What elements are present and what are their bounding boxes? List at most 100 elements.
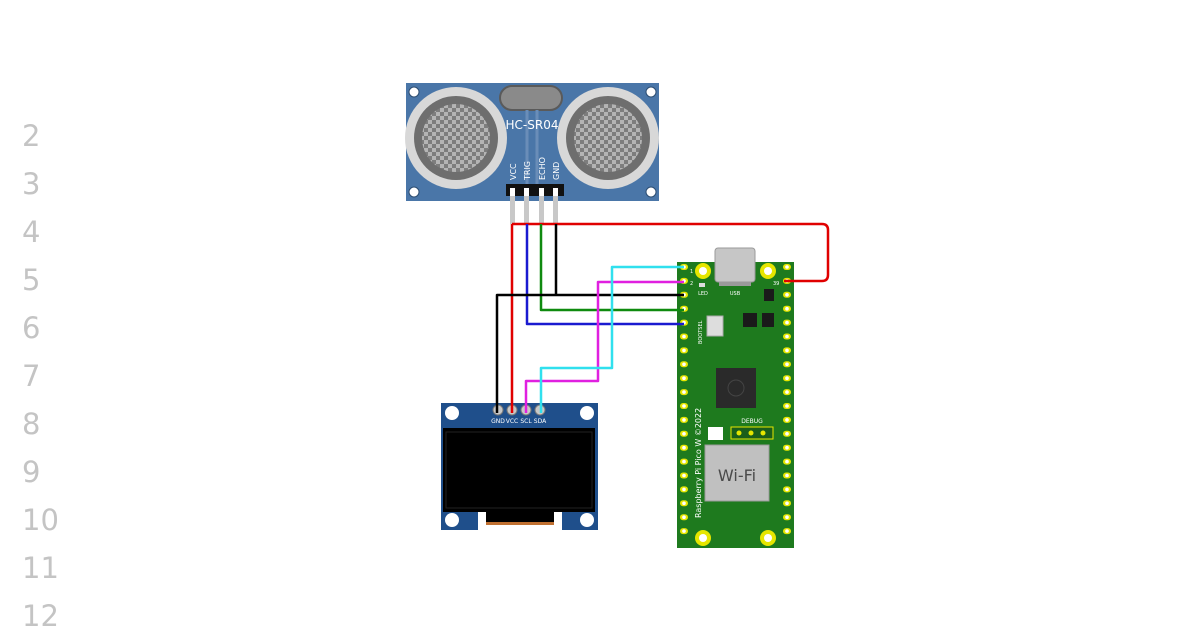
oled-flex-cable bbox=[486, 512, 554, 524]
crystal-oscillator bbox=[499, 85, 563, 111]
pin-lead bbox=[524, 196, 529, 224]
line-number: 10 bbox=[22, 503, 59, 537]
pin-lead bbox=[510, 196, 515, 224]
pin-label-gnd: GND bbox=[552, 162, 561, 180]
line-number: 12 bbox=[22, 599, 59, 633]
pin-number-1: 1 bbox=[690, 269, 693, 275]
debug-pin[interactable] bbox=[760, 430, 766, 436]
pin-hole bbox=[785, 390, 789, 394]
line-number: 8 bbox=[22, 407, 41, 441]
mounting-hole bbox=[699, 267, 707, 275]
led-label: LED bbox=[698, 291, 708, 297]
wire-echo[interactable] bbox=[539, 224, 684, 312]
usb-connector-base bbox=[719, 282, 751, 286]
pin-hole bbox=[682, 376, 686, 381]
ultrasonic-transmitter bbox=[405, 87, 507, 189]
pin-hole bbox=[785, 432, 789, 436]
line-number: 9 bbox=[22, 455, 41, 489]
wire-vcc[interactable] bbox=[510, 222, 830, 413]
line-number: 3 bbox=[22, 167, 41, 201]
wire-trig[interactable] bbox=[525, 224, 684, 326]
line-number: 11 bbox=[22, 551, 59, 585]
pico-board-label: Raspberry Pi Pico W ©2022 bbox=[694, 408, 703, 518]
pin-hole bbox=[785, 265, 789, 269]
oled-pin-label-scl: SCL bbox=[520, 418, 532, 425]
line-number: 6 bbox=[22, 311, 41, 345]
bootsel-button[interactable] bbox=[706, 315, 724, 337]
led bbox=[699, 283, 705, 287]
wire-scl[interactable] bbox=[524, 280, 684, 413]
mounting-hole bbox=[764, 534, 772, 542]
pin-hole bbox=[682, 390, 686, 394]
mounting-hole bbox=[445, 406, 459, 420]
pin-hole bbox=[785, 473, 789, 478]
pin-hole bbox=[785, 501, 789, 506]
pin-hole bbox=[785, 293, 789, 297]
pin-hole bbox=[682, 418, 686, 422]
pin-number-2: 2 bbox=[690, 281, 693, 287]
pin-hole bbox=[682, 362, 686, 367]
bootsel-label: BOOTSEL bbox=[698, 320, 704, 344]
pin-label-echo: ECHO bbox=[538, 157, 547, 180]
pin-hole bbox=[785, 459, 789, 464]
wire-sda[interactable] bbox=[539, 265, 684, 413]
wifi-label: Wi-Fi bbox=[718, 466, 756, 485]
pin-label-trig: TRIG bbox=[523, 161, 532, 181]
oled-display-module[interactable]: GND VCC SCL SDA bbox=[441, 403, 598, 530]
pin-lead bbox=[553, 196, 558, 224]
debug-pin[interactable] bbox=[736, 430, 742, 436]
wire-gnd[interactable] bbox=[495, 224, 684, 413]
pin-hole bbox=[682, 445, 686, 450]
pin-hole bbox=[682, 515, 686, 519]
pin-hole bbox=[682, 334, 686, 339]
mounting-hole bbox=[445, 513, 459, 527]
oled-active-area bbox=[445, 431, 593, 509]
pin-hole bbox=[785, 348, 789, 353]
pin-hole bbox=[682, 404, 686, 408]
line-number-gutter: 2 3 4 5 6 7 8 9 10 11 12 bbox=[0, 0, 100, 633]
pin-lead bbox=[539, 196, 544, 224]
hc-sr04-label: HC-SR04 bbox=[506, 118, 559, 132]
pin-hole bbox=[682, 501, 686, 506]
debug-label: DEBUG bbox=[741, 418, 763, 425]
pin-label-vcc: VCC bbox=[509, 163, 518, 180]
line-number: 5 bbox=[22, 263, 41, 297]
pin-hole bbox=[682, 432, 686, 436]
regulator-chip bbox=[764, 289, 774, 301]
pin-hole bbox=[785, 418, 789, 422]
oled-pin-label-gnd: GND bbox=[491, 418, 505, 425]
mounting-hole bbox=[699, 534, 707, 542]
mounting-hole bbox=[580, 513, 594, 527]
mounting-hole bbox=[408, 86, 420, 98]
pin-hole bbox=[785, 306, 789, 311]
pin-hole bbox=[682, 487, 686, 492]
hc-sr04-sensor[interactable]: HC-SR04 VCC TRIG ECHO GND bbox=[405, 83, 659, 224]
ultrasonic-receiver bbox=[557, 87, 659, 189]
oled-flex-contacts bbox=[486, 522, 554, 525]
pin-hole bbox=[785, 404, 789, 408]
header-pin-gnd[interactable] bbox=[553, 188, 558, 196]
mounting-hole bbox=[764, 267, 772, 275]
rp2040-chip bbox=[716, 368, 756, 408]
pin-hole bbox=[785, 362, 789, 367]
wires[interactable] bbox=[495, 222, 830, 413]
debug-pin[interactable] bbox=[748, 430, 754, 436]
header-pin-trig[interactable] bbox=[524, 188, 529, 196]
pin-hole bbox=[785, 334, 789, 339]
usb-connector bbox=[714, 247, 756, 283]
pin-hole bbox=[785, 515, 789, 519]
oled-pin-label-sda: SDA bbox=[534, 418, 547, 425]
header-pin-echo[interactable] bbox=[539, 188, 544, 196]
flash-chip bbox=[743, 313, 757, 327]
pico-pin-rows bbox=[680, 264, 791, 535]
mounting-hole bbox=[408, 186, 420, 198]
pin-hole bbox=[785, 445, 789, 450]
mounting-hole bbox=[645, 186, 657, 198]
chip-logo bbox=[727, 379, 745, 397]
header-pin-vcc[interactable] bbox=[510, 188, 515, 196]
pin-hole bbox=[785, 487, 789, 492]
raspberry-pi-pico-w[interactable]: USB LED 1 2 39 BOOTSEL DEBUG bbox=[677, 247, 794, 548]
pin-hole bbox=[682, 529, 686, 533]
pin-hole bbox=[785, 376, 789, 381]
